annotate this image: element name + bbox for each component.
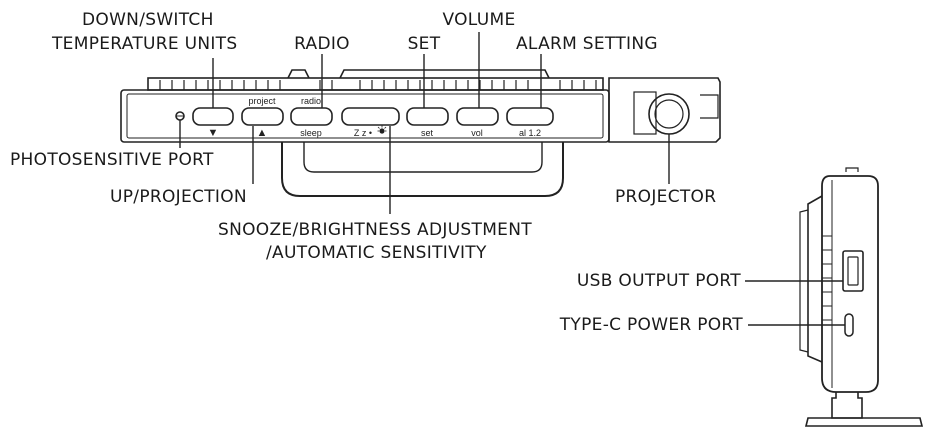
callout-volume: VOLUME (442, 10, 516, 30)
leader-lines (179, 32, 845, 326)
volume-button[interactable] (456, 107, 499, 126)
callout-alarm-setting: ALARM SETTING (516, 34, 658, 54)
stand-outer (281, 142, 564, 197)
vol-label: vol (471, 128, 483, 138)
set-label: set (421, 128, 434, 138)
side-foot-base (804, 417, 924, 427)
callout-snooze-line2: /AUTOMATIC SENSITIVITY (266, 243, 487, 263)
side-top-clip (845, 167, 859, 172)
callout-usb-output-port: USB OUTPUT PORT (576, 271, 741, 291)
top-handle-bridge (339, 69, 550, 79)
callout-snooze-line1: SNOOZE/BRIGHTNESS ADJUSTMENT (218, 220, 532, 240)
callout-radio: RADIO (294, 34, 350, 54)
down-button[interactable] (192, 107, 234, 126)
side-vent-ribs (822, 235, 832, 321)
callout-down-switch-line2: TEMPERATURE UNITS (52, 34, 238, 54)
projector-lens-inner (654, 99, 684, 129)
usb-port (842, 250, 864, 292)
projector-latch (700, 94, 719, 119)
stand-inner (303, 142, 543, 173)
down-arrow-icon: ▼ (208, 127, 219, 139)
callout-type-c-power-port: TYPE-C POWER PORT (559, 315, 743, 335)
set-button[interactable] (406, 107, 449, 126)
side-body (821, 175, 879, 393)
usb-port-inner (847, 256, 859, 286)
snooze-label: Z z • (354, 128, 372, 138)
projector-housing (608, 77, 721, 143)
callout-down-switch-line1: DOWN/SWITCH (82, 10, 214, 30)
callout-up-projection: UP/PROJECTION (110, 187, 247, 207)
bulb-icon (377, 125, 387, 134)
radio-sleep-button[interactable] (290, 107, 333, 126)
up-projection-button[interactable] (241, 107, 284, 126)
side-foot-stem (831, 392, 863, 419)
callout-photosensitive-port: PHOTOSENSITIVE PORT (10, 150, 214, 170)
alarm-label: al 1.2 (519, 128, 541, 138)
device-body-inner (126, 93, 604, 139)
alarm-button[interactable] (506, 107, 554, 126)
callout-set: SET (407, 34, 441, 54)
top-vent-ribs (159, 80, 597, 90)
side-back-panel (807, 195, 823, 363)
top-clip-left (287, 69, 310, 79)
sleep-label: sleep (300, 128, 322, 138)
callout-projector: PROJECTOR (615, 187, 717, 207)
project-label: project (248, 96, 276, 106)
snooze-button[interactable] (341, 107, 400, 126)
type-c-port (844, 313, 854, 337)
projector-mount (633, 91, 657, 135)
top-ridge-bar (147, 77, 604, 91)
side-view-device (799, 167, 924, 427)
up-arrow-icon: ▲ (257, 127, 268, 139)
radio-label: radio (301, 96, 321, 106)
